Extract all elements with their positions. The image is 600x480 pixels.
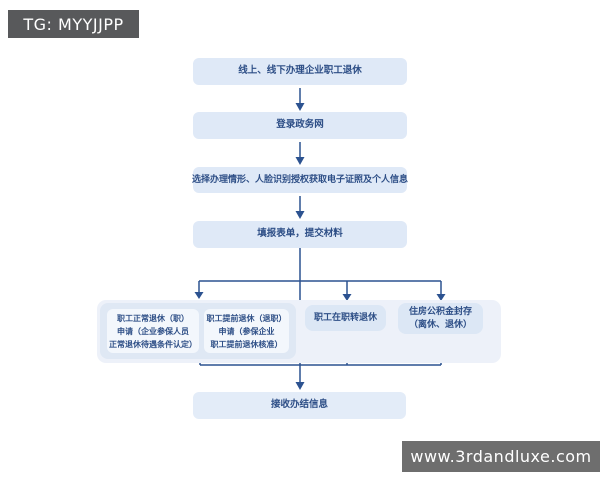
node-normal-line3: 正常退休待遇条件认定） <box>109 339 197 349</box>
node-end: 接收办结信息 <box>193 392 406 419</box>
node-end-label: 接收办结信息 <box>270 399 328 411</box>
node-normal-retirement: 职工正常退休（职） 申请（企业参保人员 正常退休待遇条件认定） <box>107 309 199 353</box>
node-start-label: 线上、线下办理企业职工退休 <box>238 65 362 77</box>
node-early-line1: 职工提前退休（退职） <box>206 313 287 323</box>
node-normal-line1: 职工正常退休（职） <box>117 313 189 323</box>
arrowhead-select <box>295 157 305 165</box>
watermark: www.3rdandluxe.com <box>402 441 600 472</box>
watermark-label: www.3rdandluxe.com <box>410 447 592 466</box>
node-select-label: 选择办理情形、人脸识别授权获取电子证照及个人信息 <box>192 174 409 185</box>
node-login: 登录政务网 <box>193 112 407 139</box>
node-normal-line2: 申请（企业参保人员 <box>117 326 189 336</box>
arrowhead-left-branch <box>194 292 204 299</box>
node-inservice-transfer: 职工在职转退休 <box>305 305 386 331</box>
arrowhead-login <box>295 103 305 111</box>
node-fund-line1: 住房公积金封存 <box>408 306 472 317</box>
node-fund-line2: （离休、退休） <box>408 319 472 330</box>
node-select: 选择办理情形、人脸识别授权获取电子证照及个人信息 <box>192 167 409 193</box>
node-early-line2: 申请（参保企业 <box>218 326 275 336</box>
node-start: 线上、线下办理企业职工退休 <box>193 58 407 85</box>
node-housing-fund-seal: 住房公积金封存 （离休、退休） <box>398 303 483 334</box>
node-transfer-label: 职工在职转退休 <box>313 312 377 323</box>
node-form: 填报表单，提交材料 <box>193 221 407 248</box>
arrowhead-end <box>295 382 305 390</box>
node-early-line3: 职工提前退休核准） <box>210 339 283 349</box>
arrowhead-form <box>295 211 305 219</box>
node-form-label: 填报表单，提交材料 <box>257 228 343 240</box>
tg-badge-label: TG: MYYJJPP <box>23 14 124 34</box>
node-login-label: 登录政务网 <box>276 119 324 131</box>
tg-badge: TG: MYYJJPP <box>8 10 139 38</box>
node-early-retirement: 职工提前退休（退职） 申请（参保企业 职工提前退休核准） <box>204 309 289 353</box>
